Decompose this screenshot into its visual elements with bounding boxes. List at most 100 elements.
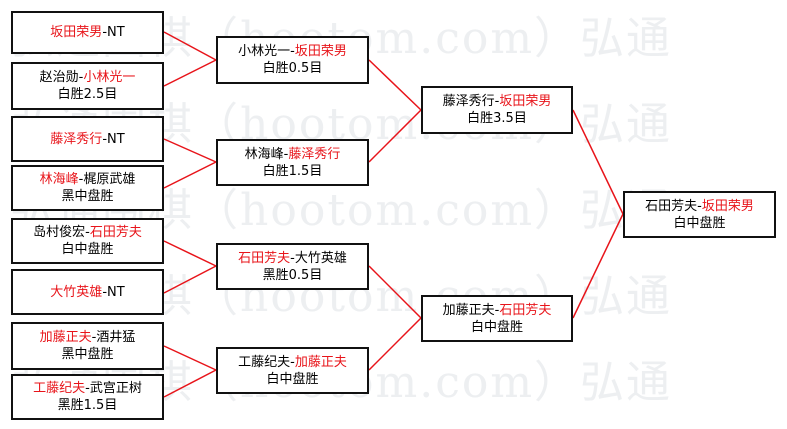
separator: -	[283, 146, 289, 162]
match-result: 黑中盘胜	[61, 189, 114, 204]
connector-line	[572, 213, 624, 319]
match-box-r1-4: 林海峰-梶原武雄 黑中盘胜	[11, 165, 164, 211]
match-players: 石田芳夫-大竹英雄	[238, 250, 347, 267]
player-name: NT	[107, 25, 125, 40]
separator: -	[290, 250, 295, 266]
match-result: 白胜1.5目	[262, 163, 323, 179]
player-name: 工藤纪夫	[238, 354, 291, 370]
player-name: 坂田荣男	[50, 25, 103, 40]
match-box-r2-3: 石田芳夫-大竹英雄 黑胜0.5目	[216, 243, 369, 290]
match-players: 工藤纪夫-武宫正树	[33, 380, 142, 397]
player-name: 石田芳夫	[499, 302, 552, 318]
separator: -	[102, 284, 108, 300]
match-box-final: 石田芳夫-坂田荣男 白中盘胜	[623, 191, 776, 238]
player-name: 大竹英雄	[50, 284, 103, 300]
connector-line	[163, 240, 217, 267]
player-name: 加藤正夫	[39, 330, 92, 345]
match-result: 白中盘胜	[61, 242, 114, 257]
match-result: 白胜3.5目	[467, 111, 527, 126]
match-players: 藤泽秀行-NT	[50, 131, 124, 148]
player-name: NT	[107, 284, 125, 300]
player-name: 坂田荣男	[499, 94, 552, 109]
player-name: NT	[107, 131, 125, 147]
match-box-r1-6: 大竹英雄-NT	[11, 269, 164, 315]
match-players: 林海峰-藤泽秀行	[245, 146, 341, 163]
player-name: 大竹英雄	[294, 250, 347, 266]
match-players: 加藤正夫-酒井猛	[40, 329, 136, 346]
match-result: 白中盘胜	[470, 319, 523, 335]
player-name: 石田芳夫	[645, 198, 698, 214]
connector-line	[163, 345, 217, 371]
match-result: 白胜2.5目	[57, 87, 118, 102]
match-players: 林海峰-梶原武雄	[40, 171, 136, 188]
match-box-r2-1: 小林光一-坂田荣男 白胜0.5目	[216, 36, 369, 84]
player-name: 赵治勋	[39, 70, 79, 85]
player-name: 藤泽秀行	[288, 146, 341, 162]
player-name: 林海峰	[244, 146, 284, 162]
match-box-r1-7: 加藤正夫-酒井猛 黑中盘胜	[11, 322, 164, 370]
match-players: 岛村俊宏-石田芳夫	[33, 224, 142, 241]
player-name: 石田芳夫	[89, 225, 142, 240]
player-name: 武宫正树	[89, 381, 142, 396]
match-result: 白中盘胜	[673, 215, 726, 231]
player-name: 石田芳夫	[238, 250, 291, 266]
player-name: 岛村俊宏	[33, 225, 86, 240]
match-result: 白中盘胜	[266, 371, 319, 387]
match-players: 大竹英雄-NT	[50, 284, 124, 301]
player-name: 加藤正夫	[294, 354, 347, 370]
match-result: 白胜0.5目	[262, 61, 323, 76]
player-name: 藤泽秀行	[50, 131, 103, 147]
match-box-r2-4: 工藤纪夫-加藤正夫 白中盘胜	[216, 347, 369, 394]
match-box-r1-5: 岛村俊宏-石田芳夫 白中盘胜	[11, 218, 164, 264]
connector-line	[163, 161, 217, 189]
separator: -	[91, 330, 97, 345]
separator: -	[290, 44, 295, 59]
match-players: 小林光一-坂田荣男	[238, 43, 347, 60]
separator: -	[697, 198, 702, 214]
player-name: 坂田荣男	[294, 44, 347, 59]
match-box-r1-8: 工藤纪夫-武宫正树 黑胜1.5目	[11, 374, 164, 420]
connector-line	[163, 265, 217, 294]
match-players: 赵治勋-小林光一	[40, 69, 136, 86]
player-name: 坂田荣男	[701, 198, 754, 214]
player-name: 林海峰	[39, 172, 79, 187]
player-name: 藤泽秀行	[442, 94, 495, 109]
connector-line	[163, 369, 217, 398]
match-result: 黑中盘胜	[61, 347, 114, 362]
match-box-r1-1: 坂田荣男-NT	[11, 11, 164, 54]
separator: -	[494, 94, 500, 109]
separator: -	[78, 172, 84, 187]
connector-line	[163, 138, 217, 163]
separator: -	[78, 70, 84, 85]
match-result: 黑胜0.5目	[262, 267, 323, 283]
connector-line	[163, 31, 217, 61]
match-result: 黑胜1.5目	[57, 398, 118, 413]
player-name: 工藤纪夫	[33, 381, 86, 396]
player-name: 梶原武雄	[83, 172, 136, 187]
match-players: 加藤正夫-石田芳夫	[443, 302, 552, 319]
match-players: 工藤纪夫-加藤正夫	[238, 354, 347, 371]
connector-line	[368, 265, 422, 319]
match-box-r3-2: 加藤正夫-石田芳夫 白中盘胜	[421, 295, 573, 342]
separator: -	[85, 381, 90, 396]
separator: -	[102, 131, 108, 147]
match-box-r3-1: 藤泽秀行-坂田荣男 白胜3.5目	[421, 86, 573, 134]
separator: -	[290, 354, 295, 370]
match-box-r2-2: 林海峰-藤泽秀行 白胜1.5目	[216, 139, 369, 186]
connector-line	[163, 59, 217, 87]
match-box-r1-3: 藤泽秀行-NT	[11, 116, 164, 162]
connector-line	[368, 59, 422, 111]
separator: -	[494, 302, 500, 318]
player-name: 酒井猛	[96, 330, 136, 345]
match-players: 藤泽秀行-坂田荣男	[443, 93, 552, 110]
connector-line	[572, 109, 624, 215]
connector-line	[368, 317, 422, 371]
match-players: 石田芳夫-坂田荣男	[645, 198, 754, 215]
player-name: 小林光一	[238, 44, 291, 59]
match-players: 坂田荣男-NT	[50, 24, 124, 41]
player-name: 小林光一	[83, 70, 136, 85]
separator: -	[85, 225, 90, 240]
connector-line	[368, 109, 422, 163]
player-name: 加藤正夫	[442, 302, 495, 318]
